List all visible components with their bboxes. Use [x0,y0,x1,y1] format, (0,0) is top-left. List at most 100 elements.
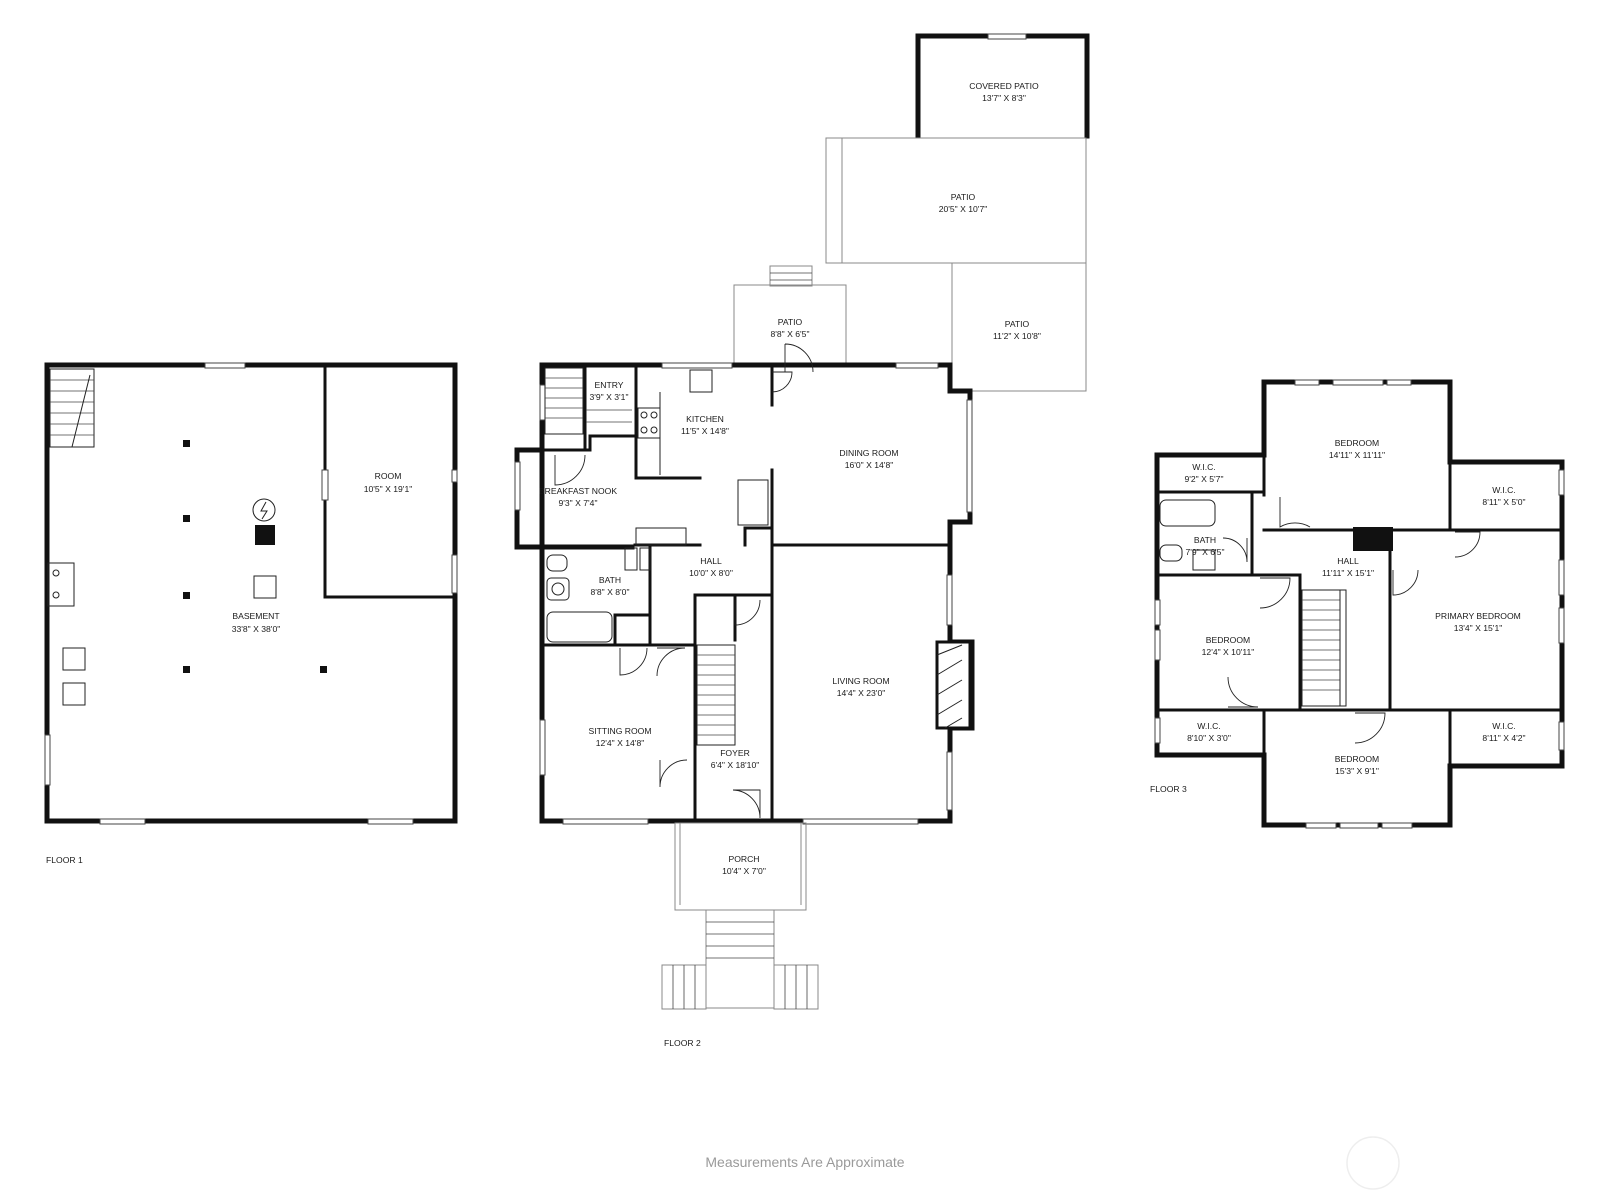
room-dims-patio-large: 20'5" X 10'7" [939,204,988,214]
window [1305,822,1337,829]
window [966,399,973,513]
wic-bl-door[interactable] [1227,676,1259,708]
post [183,592,190,599]
bedroom-left-door[interactable] [1259,577,1291,609]
room-name-room: ROOM [375,471,402,481]
patio-door[interactable] [784,343,814,373]
room-dims-bedroom-top: 14'11" X 11'11" [1329,450,1385,460]
kitchen-wall [634,363,702,480]
floor-label-1: FLOOR 1 [46,855,83,865]
bedroom-bottom-door[interactable] [1354,712,1386,744]
sitting-door-b[interactable] [656,647,686,677]
measurements-note: Measurements Are Approximate [705,1154,904,1170]
room-dims-hall3: 11'11" X 15'1" [1322,568,1374,578]
room-name-bedroom-top: BEDROOM [1335,438,1379,448]
window [1558,721,1565,751]
basement-stairs [49,368,95,448]
room-name-bedroom-left: BEDROOM [1206,635,1250,645]
window [204,362,246,369]
room-dims-dining-room: 16'0" X 14'8" [845,460,894,470]
sitting-door-a[interactable] [619,647,648,676]
nook-door[interactable] [554,454,586,486]
window [661,362,733,369]
chimney [1353,527,1393,551]
room-name-patio-large: PATIO [951,192,976,202]
closet-door[interactable] [734,599,761,626]
window [946,574,953,626]
window [1294,379,1320,386]
bedroom-door[interactable] [1279,497,1311,528]
window [99,818,146,825]
window [1386,379,1412,386]
window [802,818,919,825]
stove-icon [637,407,661,439]
room-name-wic-tl: W.I.C. [1192,462,1215,472]
water-heater-icon [252,498,276,522]
window [539,384,546,421]
watermark-logo [1346,1136,1400,1190]
window [1332,379,1384,386]
window [1154,599,1161,626]
foyer-closet-door[interactable] [659,759,688,788]
foyer-stairs [696,644,736,746]
room-dims-kitchen: 11'5" X 14'8" [681,426,729,436]
front-door[interactable] [732,789,761,819]
window [1154,717,1161,744]
room-dims-bedroom-bottom: 15'3" X 9'1" [1335,766,1379,776]
room-name-hall3: HALL [1337,556,1359,566]
kitchen-sink-icon [689,369,713,393]
post [183,515,190,522]
window [514,461,521,511]
room-dims-room: 10'5" X 19'1" [364,484,413,494]
entry-bottom-wall [540,434,638,452]
room-name-patio-small: PATIO [778,317,803,327]
hall-top-wall [743,526,774,547]
room-dims-wic-tr: 8'11" X 5'0" [1482,497,1525,507]
window [895,362,939,369]
room-dims-wic-tl: 9'2" X 5'7" [1184,474,1223,484]
dining-door[interactable] [771,371,793,393]
room-name-foyer: FOYER [720,748,750,758]
post [320,666,327,673]
window [539,719,546,776]
room-name-entry: ENTRY [595,380,624,390]
room-dims-patio-right: 11'2" X 10'8" [993,331,1041,341]
wic-tr-door[interactable] [1454,531,1481,558]
room-dims-sitting-room: 12'4" X 14'8" [596,738,645,748]
window [451,554,458,594]
fridge-icon [737,479,769,526]
floor2-plan: COVERED PATIO 13'7" X 8'3" PATIO 20'5" X… [514,33,1090,1048]
furnace-icon [255,525,275,545]
counter [635,527,687,546]
bathtub-icon [1159,499,1216,527]
room-name-living-room: LIVING ROOM [832,676,889,686]
floor1-plan: ROOM 10'5" X 19'1" BASEMENT 33'8" X 38'0… [44,362,458,865]
window [987,33,1027,40]
room-name-porch: PORCH [728,854,759,864]
room-dims-basement: 33'8" X 38'0" [232,624,281,634]
window [44,734,51,786]
room-dims-entry: 3'9" X 3'1" [589,392,628,402]
washer-icon [62,647,86,671]
room-dims-hall2: 10'0" X 8'0" [689,568,733,578]
room-dims-porch: 10'4" X 7'0" [722,866,766,876]
primary-door[interactable] [1392,569,1419,596]
patio-right-outline [951,262,1087,392]
room-name-dining-room: DINING ROOM [839,448,898,458]
room-name-covered-patio: COVERED PATIO [969,81,1039,91]
room-name-patio-right: PATIO [1005,319,1030,329]
window [1381,822,1413,829]
bath3-door[interactable] [1222,537,1248,563]
vanity-icon [1192,549,1216,571]
room-dims-living-room: 14'4" X 23'0" [837,688,886,698]
room-name-wic-tr: W.I.C. [1492,485,1515,495]
room-dims-bath3: 7'9" X 6'5" [1185,547,1224,557]
window [1339,822,1379,829]
window [946,751,953,811]
laundry-sink-icon [47,562,75,607]
porch-stairs [661,909,819,1010]
room-name-primary-bedroom: PRIMARY BEDROOM [1435,611,1521,621]
room-name-sitting-room: SITTING ROOM [588,726,651,736]
window [562,818,649,825]
